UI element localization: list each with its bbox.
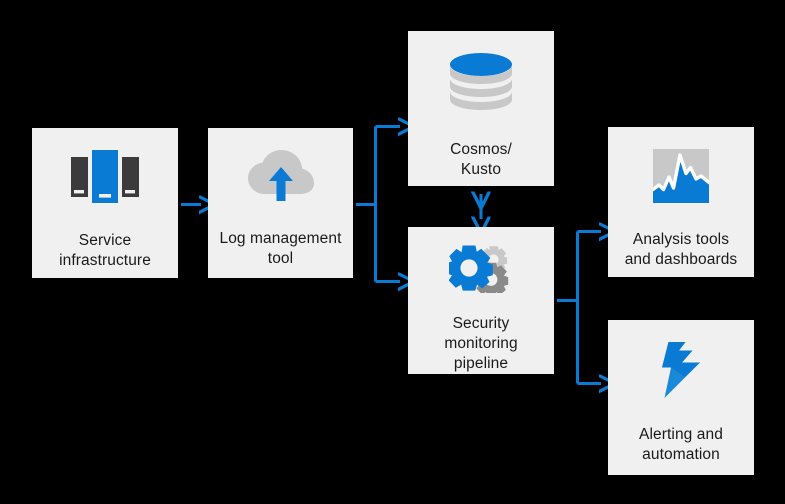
node-label: Log management tool bbox=[219, 230, 342, 267]
connector-logtool-split bbox=[356, 127, 400, 282]
cloud-upload-icon bbox=[247, 150, 314, 207]
node-label: Security monitoring pipeline bbox=[444, 315, 518, 372]
node-analysis-tools-and-dashboards[interactable]: Analysis tools and dashboards bbox=[608, 127, 754, 277]
lightning-bolt-icon bbox=[662, 342, 700, 403]
servers-icon bbox=[69, 148, 141, 211]
node-label: Service infrastructure bbox=[59, 232, 151, 269]
area-chart-icon bbox=[651, 149, 711, 208]
node-label: Cosmos/ Kusto bbox=[450, 141, 512, 178]
node-label: Alerting and automation bbox=[639, 426, 723, 463]
node-log-management-tool[interactable]: Log management tool bbox=[208, 128, 353, 278]
node-label: Analysis tools and dashboards bbox=[624, 231, 738, 268]
connector-pipeline-split bbox=[557, 232, 601, 384]
node-security-monitoring-pipeline[interactable]: Security monitoring pipeline bbox=[408, 227, 554, 374]
node-alerting-and-automation[interactable]: Alerting and automation bbox=[608, 320, 754, 475]
node-service-infrastructure[interactable]: Service infrastructure bbox=[32, 128, 178, 278]
database-icon bbox=[450, 53, 512, 120]
node-cosmos-kusto[interactable]: Cosmos/ Kusto bbox=[408, 31, 554, 186]
gears-icon bbox=[446, 245, 513, 298]
